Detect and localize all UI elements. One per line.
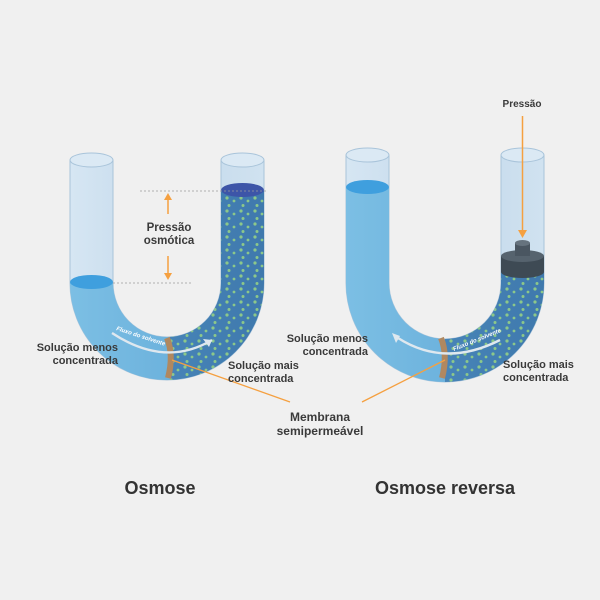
right-less-concentrated-label: Solução menos concentrada [286,333,368,358]
membrane [438,336,448,379]
osmosis-u-tube [69,152,268,381]
membrane-label: Membrana semipermeável [276,410,364,438]
osmosis-title: Osmose [124,478,196,498]
reverse-osmosis-title: Osmose reversa [374,478,516,498]
left-more-concentrated-label: Solução mais concentrada [228,360,299,385]
membrane [164,336,174,379]
flow-arrow-icon [397,336,501,355]
reverse-osmosis-u-tube [345,116,545,383]
piston-icon [501,240,544,278]
osmotic-pressure-label: Pressão osmótica [143,222,195,247]
flow-arrow-icon [111,331,213,354]
pressure-label: Pressão [502,99,542,110]
right-more-concentrated-label: Solução mais concentrada [503,359,574,384]
left-less-concentrated-label: Solução menos concentrada [36,342,118,367]
